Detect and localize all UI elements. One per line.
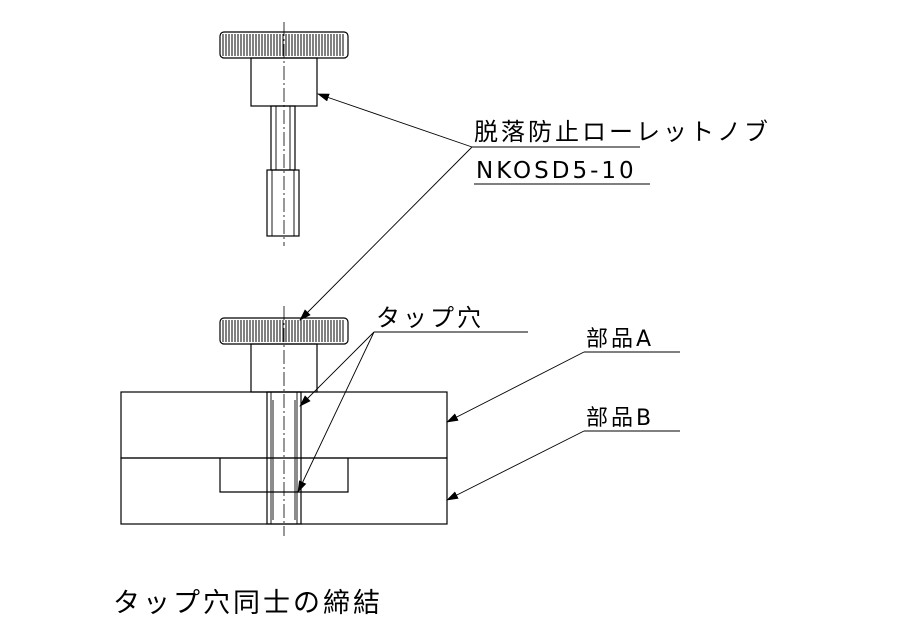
knob-exploded-view	[219, 22, 349, 246]
tapped-hole-label: タップ穴	[376, 304, 484, 332]
knob-thread-top	[266, 169, 300, 237]
assembly-view	[120, 306, 448, 536]
part-b-label: 部品B	[586, 406, 654, 431]
knurl-pattern-top	[222, 34, 344, 56]
bolt-in-hole	[266, 391, 302, 525]
part-name-label: 脱落防止ローレットノブ	[474, 118, 771, 146]
knurl-pattern-assembled	[222, 320, 344, 342]
part-number-label: NKOSD5-10	[476, 158, 637, 184]
caption: タップ穴同士の締結	[113, 588, 383, 619]
leader-lines	[297, 93, 680, 501]
part-a-label: 部品A	[586, 327, 654, 352]
knob-shaft-top	[270, 105, 296, 171]
